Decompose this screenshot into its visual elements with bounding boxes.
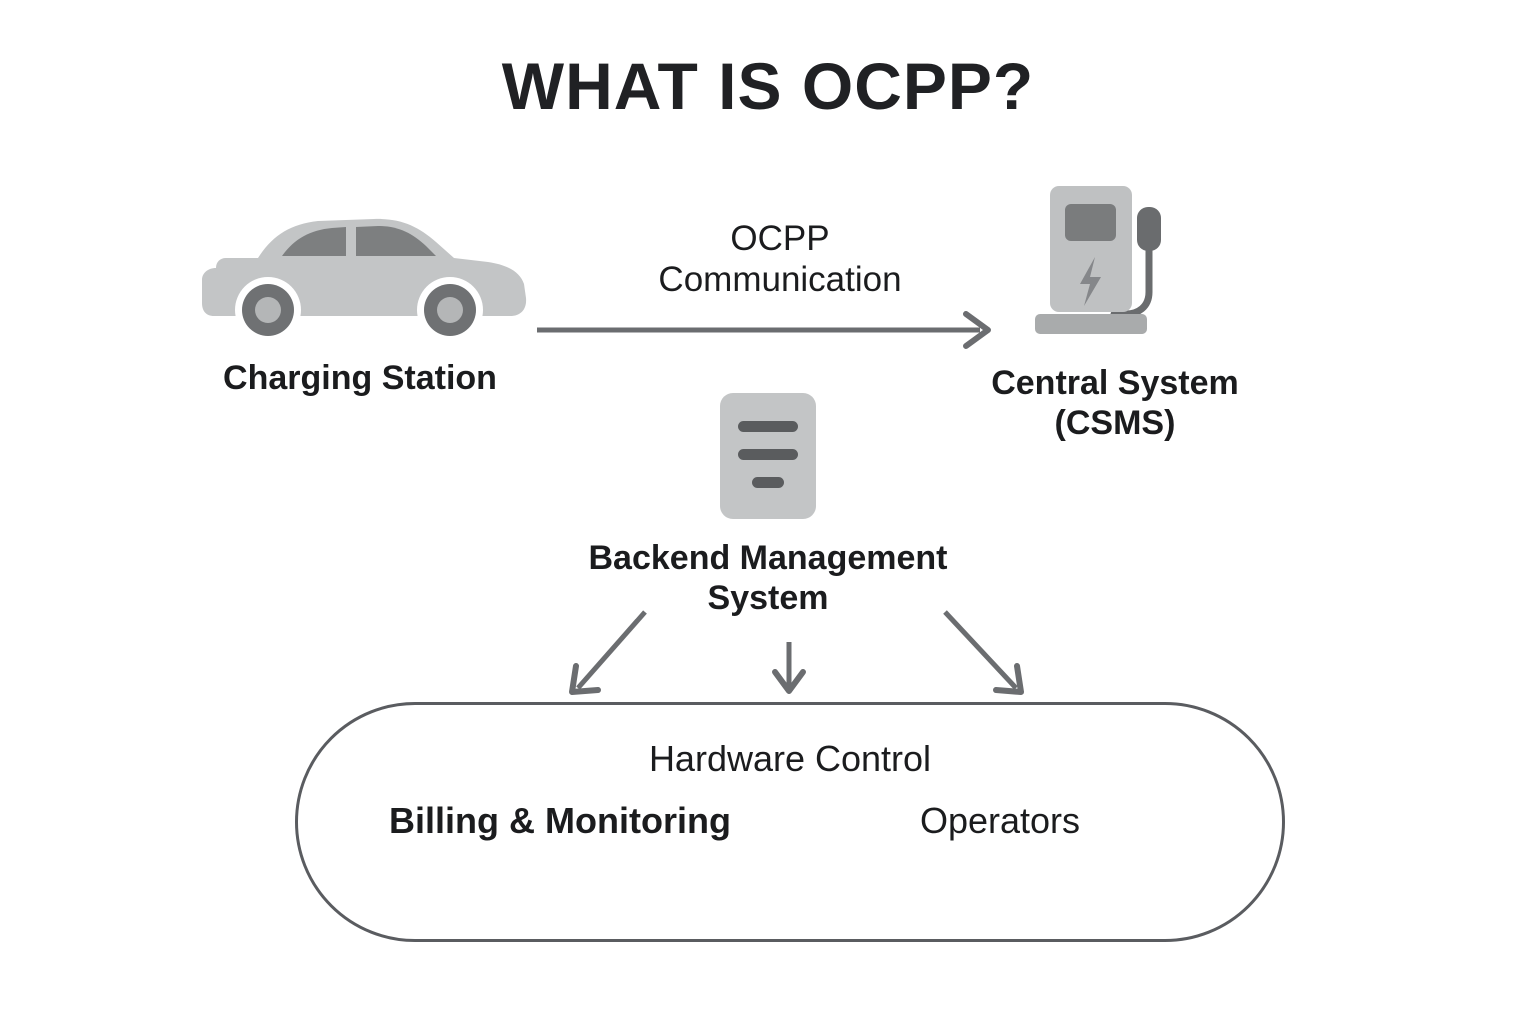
arrow-down-left bbox=[569, 610, 647, 695]
outcome-hardware-control: Hardware Control bbox=[648, 738, 932, 779]
outcome-operators: Operators bbox=[919, 800, 1081, 841]
central-system-label: Central System (CSMS) bbox=[991, 364, 1239, 443]
arrow-down bbox=[772, 642, 806, 694]
ev-charging-station-icon bbox=[1018, 174, 1190, 354]
outcomes-container bbox=[295, 702, 1285, 942]
electric-car-icon bbox=[186, 206, 534, 354]
charging-station-label: Charging Station bbox=[223, 359, 497, 397]
ocpp-communication-arrow bbox=[537, 311, 991, 349]
ocpp-communication-label: OCPP Communication bbox=[658, 219, 902, 300]
backend-management-system-label: Backend Management System bbox=[588, 539, 948, 618]
arrow-down-right bbox=[943, 610, 1024, 695]
page-title: WHAT IS OCPP? bbox=[501, 49, 1035, 123]
outcome-billing-monitoring: Billing & Monitoring bbox=[389, 800, 731, 841]
document-server-icon bbox=[718, 391, 818, 521]
